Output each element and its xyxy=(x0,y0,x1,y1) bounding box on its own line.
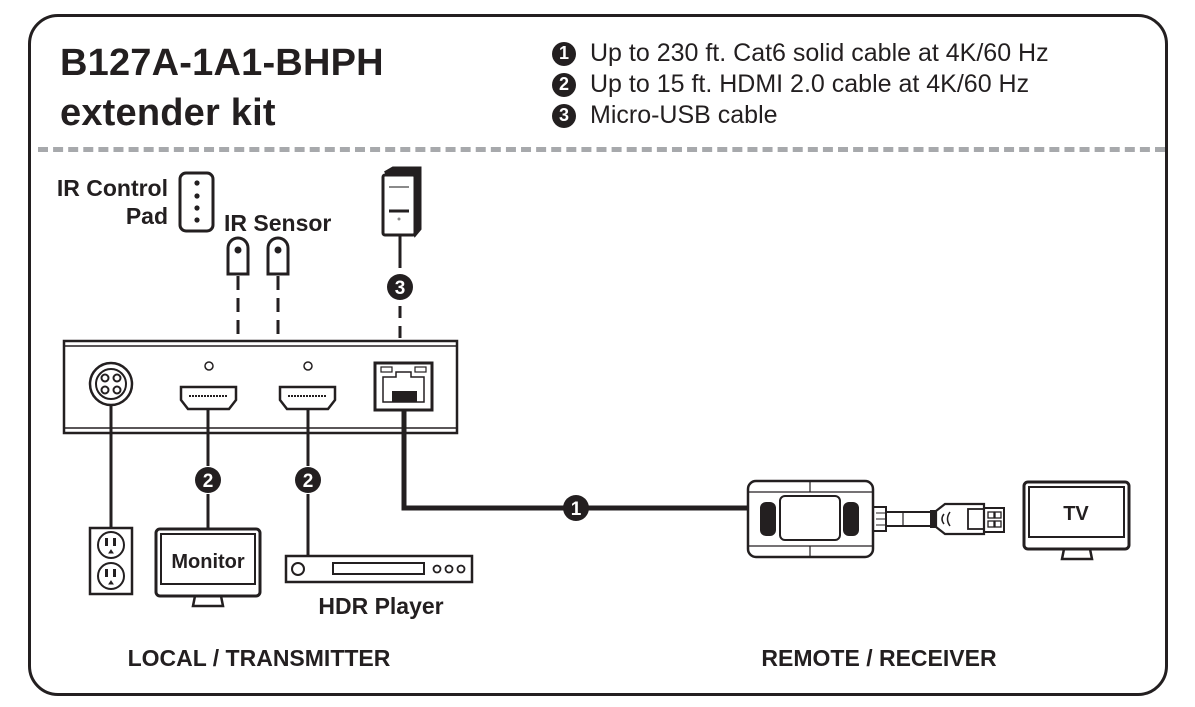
label-ir-control-pad-line2: Pad xyxy=(126,203,168,229)
receiver-unit-icon xyxy=(746,479,933,559)
monitor-icon xyxy=(154,527,262,608)
legend-number-2: 2 xyxy=(552,72,576,97)
badge-hdmi-player: 2 xyxy=(295,467,321,493)
ir-control-pad-icon xyxy=(178,171,215,233)
legend-text-2: Up to 15 ft. HDMI 2.0 cable at 4K/60 Hz xyxy=(590,70,1030,98)
diagram-frame xyxy=(28,14,1168,696)
label-hdr-player: HDR Player xyxy=(318,593,443,619)
hdmi-port-in-icon xyxy=(278,361,337,411)
badge-hdmi-monitor: 2 xyxy=(195,467,221,493)
legend-text-3: Micro-USB cable xyxy=(590,101,778,129)
power-port-icon xyxy=(88,361,134,407)
page-title: B127A-1A1-BHPH extender kit xyxy=(60,38,384,138)
hdmi-port-out-icon xyxy=(179,361,238,411)
label-remote-receiver: REMOTE / RECEIVER xyxy=(761,645,997,671)
power-adapter-icon xyxy=(381,166,422,238)
badge-usb: 3 xyxy=(387,274,413,300)
rj45-port-icon xyxy=(373,361,434,412)
hdr-player-icon xyxy=(284,554,474,584)
power-outlet-icon xyxy=(88,526,134,596)
legend-text-1: Up to 230 ft. Cat6 solid cable at 4K/60 … xyxy=(590,39,1049,67)
badge-usb-number: 3 xyxy=(395,278,406,299)
ir-sensor-icon-2 xyxy=(266,236,290,276)
section-divider xyxy=(38,147,1165,152)
label-ir-control-pad-line1: IR Control xyxy=(57,175,168,201)
label-monitor: Monitor xyxy=(171,551,245,573)
transmitter-unit xyxy=(62,339,459,435)
legend-number-3: 3 xyxy=(552,103,576,128)
tv-icon xyxy=(1022,480,1131,561)
title-subtitle: extender kit xyxy=(60,92,276,134)
legend-item-usb: 3 Micro-USB cable xyxy=(552,100,1049,131)
hdmi-plug-icon xyxy=(930,502,1005,536)
legend-item-hdmi: 2 Up to 15 ft. HDMI 2.0 cable at 4K/60 H… xyxy=(552,69,1049,100)
label-local-transmitter: LOCAL / TRANSMITTER xyxy=(128,645,391,671)
legend-number-1: 1 xyxy=(552,41,576,66)
badge-cat6: 1 xyxy=(563,495,589,521)
badge-hdmi-player-number: 2 xyxy=(303,471,314,492)
badge-hdmi-monitor-number: 2 xyxy=(203,471,214,492)
badge-cat6-number: 1 xyxy=(571,499,582,520)
ir-sensor-icon-1 xyxy=(226,236,250,276)
label-ir-sensor: IR Sensor xyxy=(224,210,331,236)
label-tv: TV xyxy=(1063,503,1089,525)
legend-item-cat6: 1 Up to 230 ft. Cat6 solid cable at 4K/6… xyxy=(552,38,1049,69)
title-model: B127A-1A1-BHPH xyxy=(60,42,384,84)
cat6-cable xyxy=(401,410,748,511)
cable-legend: 1 Up to 230 ft. Cat6 solid cable at 4K/6… xyxy=(552,38,1049,131)
